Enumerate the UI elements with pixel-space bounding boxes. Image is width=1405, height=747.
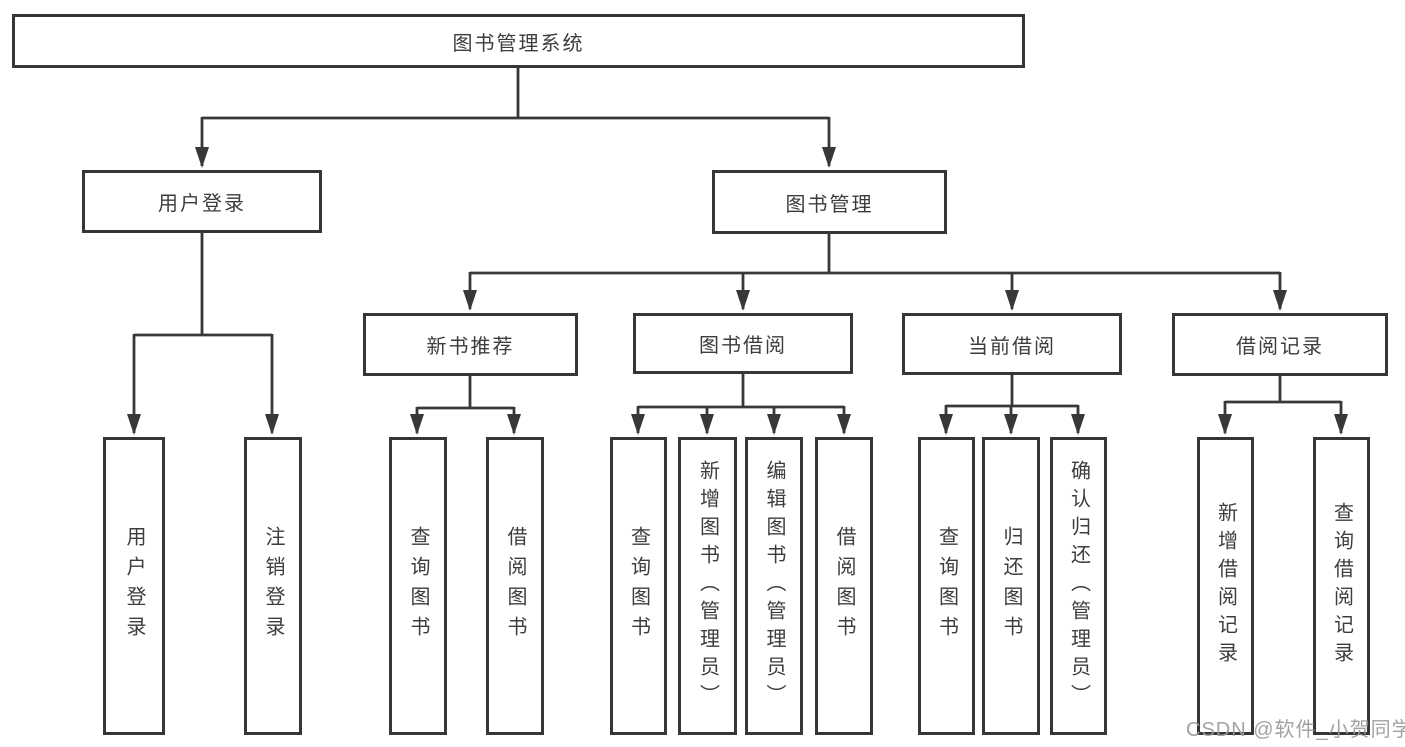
node-new-book-recommend: 新书推荐 [363, 313, 578, 376]
leaf-borrow-add-admin: 新增图书（管理员） [678, 437, 737, 735]
node-root: 图书管理系统 [12, 14, 1025, 68]
leaf-borrow-edit-admin: 编辑图书（管理员） [745, 437, 803, 735]
leaf-records-add: 新增借阅记录 [1197, 437, 1254, 735]
leaf-borrow-borrow: 借阅图书 [815, 437, 873, 735]
leaf-new-book-query: 查询图书 [389, 437, 447, 735]
watermark: CSDN @软件_小贺同学 [1186, 719, 1405, 741]
connector-root-trunk [202, 68, 829, 120]
connector-borrow-records-trunk [1225, 376, 1341, 404]
connector-user-login-trunk [134, 233, 272, 337]
node-user-login: 用户登录 [82, 170, 322, 233]
leaf-logout: 注销登录 [244, 437, 302, 735]
leaf-borrow-query: 查询图书 [610, 437, 667, 735]
leaf-current-return: 归还图书 [982, 437, 1040, 735]
node-current-borrow: 当前借阅 [902, 313, 1122, 375]
connector-new-book-trunk [417, 376, 514, 410]
node-borrow-records: 借阅记录 [1172, 313, 1388, 376]
leaf-new-book-borrow: 借阅图书 [486, 437, 544, 735]
leaf-current-query: 查询图书 [918, 437, 975, 735]
node-book-management: 图书管理 [712, 170, 947, 234]
node-book-borrow: 图书借阅 [633, 313, 853, 374]
connector-current-borrow-trunk [946, 375, 1078, 408]
connector-book-management-trunk [470, 234, 1280, 275]
leaf-current-confirm-admin: 确认归还（管理员） [1050, 437, 1107, 735]
leaf-records-query: 查询借阅记录 [1313, 437, 1370, 735]
leaf-user-login: 用户登录 [103, 437, 165, 735]
connector-book-borrow-trunk [638, 374, 844, 409]
